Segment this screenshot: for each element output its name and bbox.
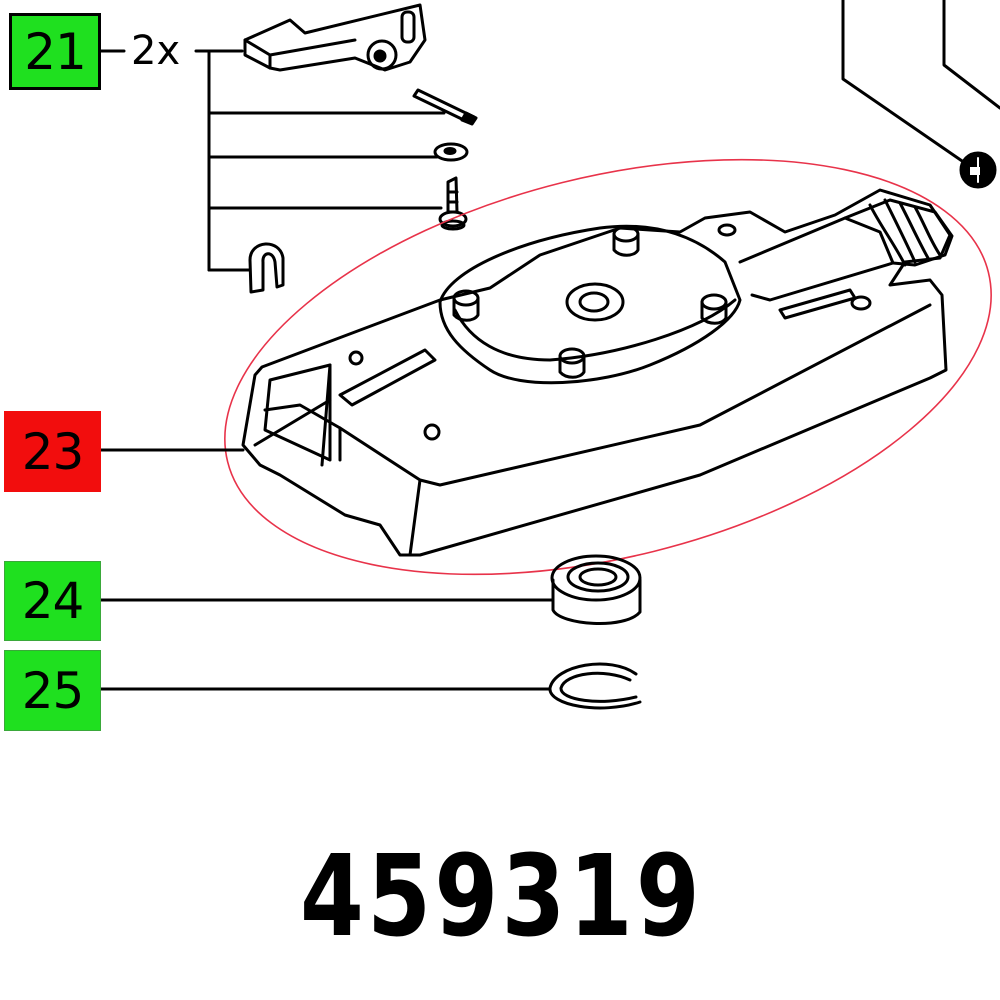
leader-lines-21 [99,49,446,272]
clip-part-icon [248,242,285,294]
nut-part-icon [959,151,997,189]
callout-21[interactable]: 21 [9,13,101,90]
callout-23[interactable]: 23 [4,411,101,492]
callout-25-label: 25 [21,661,85,720]
bearing-part-icon [550,554,642,626]
callout-24-label: 24 [21,572,85,630]
washer-part-icon [433,142,469,162]
part-number: 459319 [300,832,704,962]
screw-part-icon [438,176,468,231]
quantity-2x: 2x [131,28,181,74]
frame-lines [841,0,1000,165]
lever-part-icon [243,3,427,72]
callout-21-label: 21 [24,22,87,81]
highlight-ring-23 [224,158,992,576]
boss-icons [452,225,728,379]
base-housing-part-icon [241,188,954,557]
callout-25[interactable]: 25 [4,650,101,731]
callout-23-label: 23 [21,422,85,481]
pin-part-icon [412,88,478,126]
callout-24[interactable]: 24 [4,561,101,641]
retaining-ring-part-icon [548,662,642,710]
